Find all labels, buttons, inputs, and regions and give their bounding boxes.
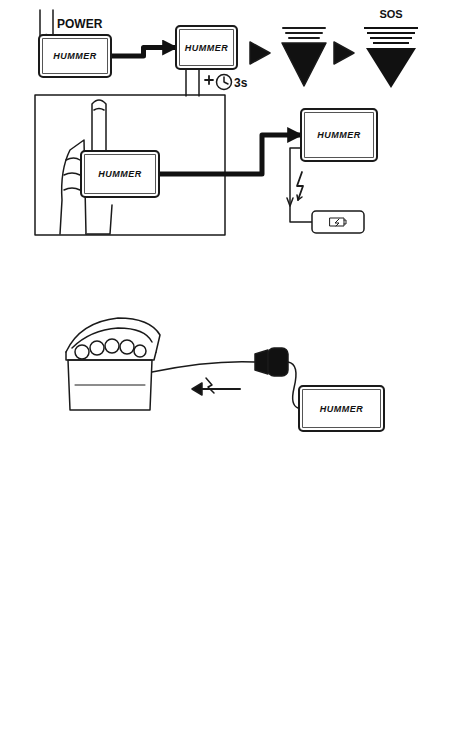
flow-arrow bbox=[287, 198, 293, 206]
battery-icon bbox=[344, 220, 346, 224]
jump-starter-body: HUMMER bbox=[300, 108, 378, 162]
photo-frame bbox=[35, 95, 225, 235]
phone bbox=[312, 211, 364, 233]
car-cooler bbox=[66, 318, 160, 410]
flow-arrow bbox=[200, 388, 240, 390]
power-cable bbox=[288, 362, 298, 408]
label-box: POWER bbox=[57, 14, 102, 32]
step-arrow bbox=[160, 135, 300, 174]
brand-name: HUMMER bbox=[320, 404, 364, 414]
lightning-bolt bbox=[297, 195, 302, 200]
step-arrow bbox=[112, 48, 175, 57]
step-arrow bbox=[250, 42, 270, 64]
sos-light-beam bbox=[360, 8, 422, 88]
lightning-bolt bbox=[297, 172, 303, 200]
lightning-bolt bbox=[206, 378, 214, 393]
brand-name: HUMMER bbox=[185, 43, 229, 53]
duration-label: 3s bbox=[234, 76, 247, 90]
jump-starter-body: HUMMER bbox=[38, 34, 112, 78]
step-arrow bbox=[334, 42, 354, 64]
jump-starter-body: HUMMER bbox=[175, 25, 238, 70]
sos-beam: SOS bbox=[360, 8, 422, 88]
brand-name: HUMMER bbox=[317, 130, 361, 140]
light-beam bbox=[282, 28, 326, 86]
jump-starter-body: HUMMER bbox=[298, 385, 385, 432]
battery-icon bbox=[335, 219, 339, 226]
cigarette-plug bbox=[255, 348, 288, 376]
brand-name: HUMMER bbox=[98, 169, 142, 179]
clock-hands bbox=[224, 77, 228, 84]
plus-sign bbox=[205, 76, 213, 84]
jump-starter-body: HUMMER bbox=[80, 150, 160, 198]
brand-name: HUMMER bbox=[53, 51, 97, 61]
button-label: POWER bbox=[57, 17, 102, 31]
sos-text: SOS bbox=[377, 8, 404, 20]
flow-arrow bbox=[192, 383, 202, 395]
power-cable bbox=[152, 362, 255, 372]
label-box: 3s bbox=[234, 73, 247, 91]
clock-icon bbox=[217, 75, 232, 90]
battery-icon bbox=[330, 218, 344, 226]
